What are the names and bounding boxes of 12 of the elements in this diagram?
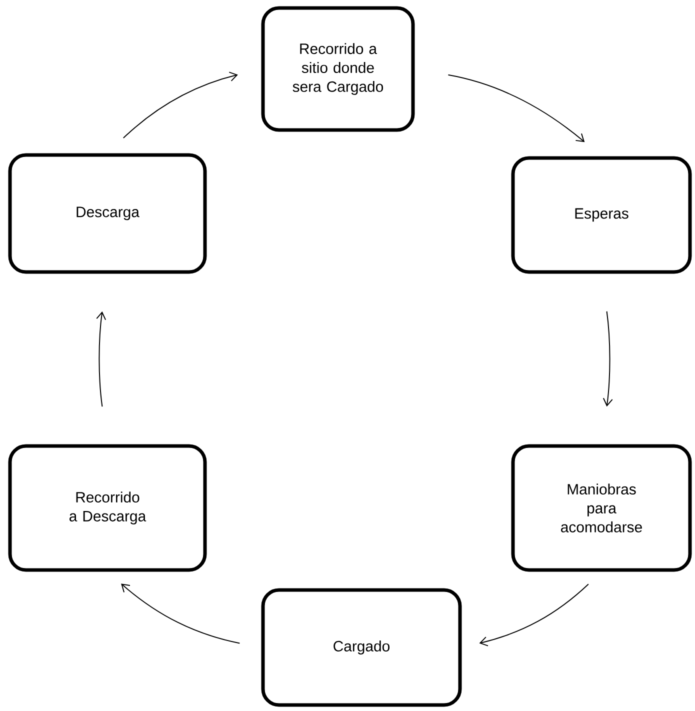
process-box: Recorrido a sitio donde sera Cargado bbox=[261, 6, 415, 132]
process-box: Maniobras para acomodarse bbox=[511, 444, 692, 572]
process-box: Descarga bbox=[8, 153, 207, 274]
arrow bbox=[121, 584, 240, 644]
process-box: Recorrido a Descarga bbox=[8, 444, 207, 572]
arrow bbox=[479, 584, 589, 646]
process-box: Esperas bbox=[511, 156, 692, 274]
arrow bbox=[602, 310, 613, 407]
arrow bbox=[448, 74, 585, 142]
process-box: Cargado bbox=[261, 588, 462, 707]
arrow bbox=[122, 72, 238, 139]
arrow bbox=[96, 311, 106, 408]
